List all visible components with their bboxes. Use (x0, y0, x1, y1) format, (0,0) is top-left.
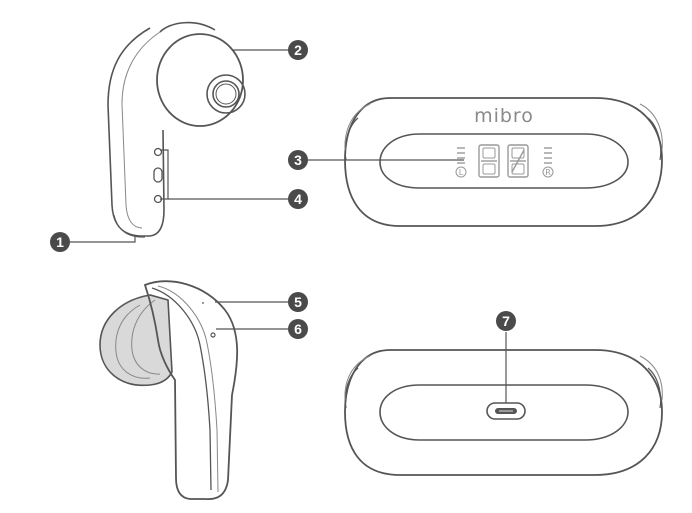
display-digit-1 (478, 144, 500, 178)
callout-7: 7 (496, 311, 516, 331)
svg-text:2: 2 (294, 42, 302, 58)
callout-4: 4 (288, 189, 308, 209)
svg-text:3: 3 (294, 152, 302, 168)
leader-line-1 (70, 236, 136, 243)
leader-line-4 (160, 149, 169, 200)
charging-case-bottom-view (344, 349, 663, 476)
svg-text:5: 5 (294, 294, 302, 310)
earbud-side-view (99, 280, 239, 500)
callout-2: 2 (288, 40, 308, 60)
left-battery-bars (457, 147, 465, 164)
svg-text:R: R (545, 168, 551, 177)
svg-text:7: 7 (502, 313, 510, 329)
battery-display (457, 144, 552, 178)
right-indicator: R (542, 166, 554, 178)
callout-lines (70, 49, 507, 403)
right-battery-bars (544, 147, 552, 164)
svg-text:L: L (459, 168, 464, 177)
callout-5: 5 (288, 292, 308, 312)
callout-6: 6 (288, 319, 308, 339)
charging-case-top-view (344, 97, 663, 227)
svg-text:4: 4 (294, 191, 302, 207)
svg-text:1: 1 (56, 234, 64, 250)
display-digit-2 (507, 144, 529, 178)
earbud-front-view (107, 21, 246, 238)
svg-text:6: 6 (294, 321, 302, 337)
brand-logo: mibro (474, 105, 534, 127)
callout-1: 1 (50, 232, 70, 252)
left-indicator: L (455, 166, 467, 178)
callout-3: 3 (288, 150, 308, 170)
usb-c-port (486, 402, 526, 420)
